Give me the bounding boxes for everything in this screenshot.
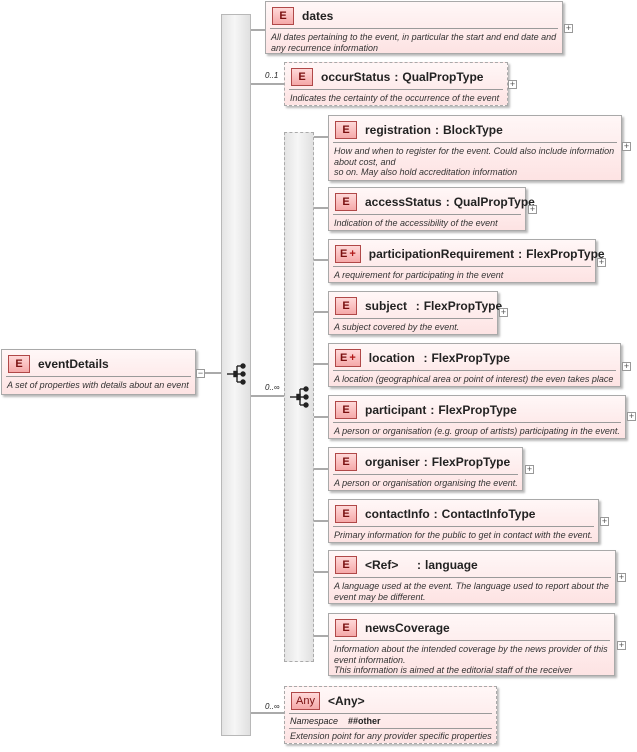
collapse-icon[interactable]: −: [196, 368, 205, 378]
element-description: Indication of the accessibility of the e…: [334, 218, 498, 228]
expand-icon[interactable]: +: [622, 141, 631, 151]
element-name: organiser: [365, 455, 420, 469]
sequence-icon-inner: [290, 386, 309, 408]
sequence-icon-outer: [227, 363, 246, 385]
element-type: QualPropType: [453, 195, 535, 209]
expand-icon[interactable]: +: [617, 640, 626, 650]
element-description: All dates pertaining to the event, in pa…: [271, 32, 557, 53]
element-tag: E: [335, 193, 357, 211]
element-tag: E+: [335, 349, 361, 367]
element-name: <Any>: [327, 694, 365, 708]
element-name: registration: [365, 123, 432, 137]
element-language[interactable]: E<Ref> :language A language used at the …: [328, 550, 616, 604]
element-name: newsCoverage: [365, 621, 450, 635]
element-description: Information about the intended coverage …: [334, 644, 608, 675]
element-name: eventDetails: [38, 357, 109, 371]
element-name: subject: [365, 299, 414, 313]
element-type: FlexPropType: [438, 403, 517, 417]
element-participationRequirement[interactable]: E+participationRequirement:FlexPropType …: [328, 239, 605, 283]
expand-icon[interactable]: +: [597, 257, 606, 267]
element-description: A set of properties with details about a…: [7, 380, 189, 390]
expand-icon[interactable]: +: [508, 79, 517, 89]
element-name: dates: [302, 9, 334, 23]
cardinality-any: 0..∞: [265, 702, 280, 711]
element-type: language: [425, 558, 478, 572]
element-description: A requirement for participating in the e…: [334, 270, 504, 280]
element-type: FlexPropType: [431, 455, 511, 469]
element-tag: E: [335, 619, 357, 637]
element-description: A person or organisation organising the …: [334, 478, 518, 488]
expand-icon[interactable]: +: [528, 204, 537, 214]
element-tag: E: [272, 7, 294, 25]
namespace-label: Namespace: [290, 716, 339, 726]
element-type: BlockType: [443, 123, 503, 137]
plus-icon: +: [349, 352, 356, 364]
element-type: FlexPropType: [526, 247, 605, 261]
any-tag: Any: [291, 692, 320, 710]
element-type: QualPropType: [402, 70, 484, 84]
element-name: <Ref>: [365, 558, 416, 572]
element-name: location: [368, 351, 422, 365]
element-tag: E: [335, 297, 357, 315]
element-name: participant: [365, 403, 427, 417]
element-name: participationRequirement: [368, 247, 515, 261]
element-description: Indicates the certainty of the occurrenc…: [290, 93, 500, 103]
expand-icon[interactable]: +: [564, 23, 573, 33]
expand-icon[interactable]: +: [600, 516, 609, 526]
element-description: A subject covered by the event.: [334, 322, 460, 332]
element-description: A person or organisation (e.g. group of …: [334, 426, 620, 436]
expand-icon[interactable]: +: [627, 411, 636, 421]
element-tag: E: [335, 453, 357, 471]
expand-icon[interactable]: +: [617, 572, 626, 582]
element-description: A language used at the event. The langua…: [334, 581, 609, 602]
expand-icon[interactable]: +: [622, 361, 631, 371]
element-description: A location (geographical area or point o…: [334, 374, 614, 384]
expand-icon[interactable]: +: [499, 307, 508, 317]
element-location[interactable]: E+location :FlexPropType A location (geo…: [328, 343, 621, 387]
element-description: Extension point for any provider specifi…: [290, 731, 492, 741]
element-name: occurStatus: [321, 70, 391, 84]
element-type: ContactInfoType: [441, 507, 536, 521]
namespace-value: ##other: [348, 716, 381, 726]
element-type: FlexPropType: [423, 299, 503, 313]
element-tag: E: [291, 68, 313, 86]
element-tag: E: [8, 355, 30, 373]
element-tag: E: [335, 505, 357, 523]
expand-icon[interactable]: +: [525, 464, 534, 474]
element-tag: E: [335, 401, 357, 419]
element-description: How and when to register for the event. …: [334, 146, 615, 177]
element-tag: E: [335, 556, 357, 574]
element-type: FlexPropType: [431, 351, 510, 365]
element-name: accessStatus: [365, 195, 442, 209]
element-tag: E: [335, 121, 357, 139]
namespace-row: Namespace ##other: [290, 716, 381, 726]
plus-icon: +: [349, 248, 356, 260]
cardinality-inner-sequence: 0..∞: [265, 383, 280, 392]
element-tag: E+: [335, 245, 361, 263]
cardinality-occurStatus: 0..1: [265, 71, 279, 80]
element-description: Primary information for the public to ge…: [334, 530, 593, 540]
element-name: contactInfo: [365, 507, 430, 521]
element-any[interactable]: Any <Any> Namespace ##other Extension poin…: [284, 686, 497, 744]
